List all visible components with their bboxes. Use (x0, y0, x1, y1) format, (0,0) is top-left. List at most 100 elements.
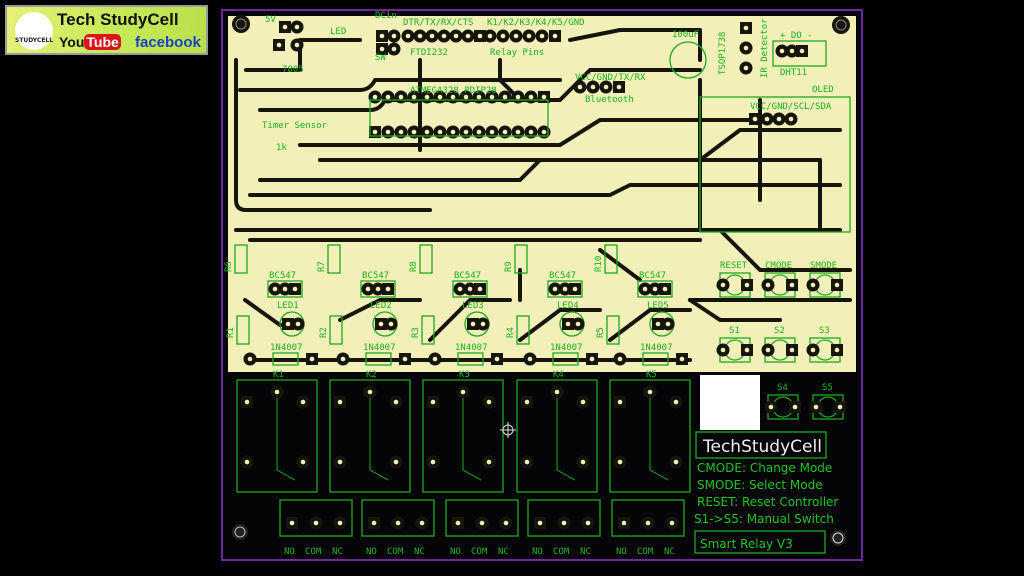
switch-pin (809, 400, 823, 414)
relay-pin (240, 455, 254, 469)
relay-coil-pin (521, 396, 533, 408)
mcu-pin (524, 90, 538, 104)
mounting-hole-bottom-left (232, 524, 248, 540)
transistor-label: BC547 (454, 271, 481, 281)
switch-pin (806, 278, 820, 292)
bluetooth-pin (573, 80, 587, 94)
relay-pin (482, 455, 496, 469)
brand-title: Tech StudyCell (57, 10, 179, 29)
terminal-block-outline (527, 499, 601, 537)
diode-outline (365, 352, 392, 366)
mcu-pin (537, 125, 551, 139)
relay-outline (422, 379, 504, 493)
resistor-label: R4 (506, 327, 516, 338)
svg-text:S1: S1 (729, 326, 740, 336)
diode-label: 1N4007 (455, 343, 488, 353)
led-pin (652, 318, 664, 330)
relay-com-pin (643, 385, 657, 399)
diode-pin (399, 353, 411, 365)
terminal-pin (641, 516, 655, 530)
mcu-pin (433, 125, 447, 139)
transistor-label: BC547 (269, 271, 296, 281)
switch-pin (716, 278, 730, 292)
mcu-pin (498, 90, 512, 104)
tactile-switch-smode[interactable]: SMODE (806, 261, 844, 298)
terminal-pin (333, 516, 347, 530)
terminal-label-no: NO (284, 547, 295, 557)
mcu-pin (381, 125, 395, 139)
bluetooth-pin (599, 80, 613, 94)
relay-com-pin (456, 385, 470, 399)
transistor-pin (382, 283, 394, 295)
dht11-pin (796, 45, 808, 57)
diode-label: 1N4007 (640, 343, 673, 353)
label-bluetooth: Bluetooth (585, 95, 634, 105)
relay-contact-mark (369, 398, 389, 481)
led-pin (291, 317, 305, 331)
mcu-outline (369, 99, 549, 137)
diode-pin (491, 353, 503, 365)
diode-label: 1N4007 (550, 343, 583, 353)
ftdi-pin (401, 29, 415, 43)
terminal-label-nc: NC (498, 547, 509, 557)
diode-pin (336, 352, 350, 366)
relay-pin (389, 455, 403, 469)
led-label: LED1 (277, 301, 299, 311)
version-box (694, 530, 826, 554)
svg-text:S3: S3 (819, 326, 830, 336)
label-dht-pins: + DO - (780, 31, 813, 41)
relay-coil-pin (614, 396, 626, 408)
terminal-pin (499, 516, 513, 530)
resistor-outline (236, 315, 250, 345)
switch-pin (831, 279, 843, 291)
facebook-logo: facebook (135, 34, 201, 51)
ftdi-pin (437, 29, 451, 43)
dht11-pin (775, 44, 789, 58)
transistor-outline (637, 280, 673, 298)
tactile-switch-s3[interactable]: S3 (806, 326, 844, 363)
info-line-reset: RESET: Reset Controller (697, 495, 838, 509)
relay-outline (329, 379, 411, 493)
oled-pin (749, 113, 761, 125)
led-pin (375, 318, 387, 330)
terminal-pin (475, 516, 489, 530)
diode-pin (676, 353, 688, 365)
svg-text:S5: S5 (822, 383, 833, 393)
relay-header-pin (483, 29, 497, 43)
relay-contact-mark (276, 398, 296, 481)
label-timer-sensor: Timer Sensor (262, 121, 328, 131)
label-sw: SW (375, 53, 386, 63)
tactile-switch-s5[interactable]: S5 (809, 383, 847, 420)
label-tsop: TSOP1738 (718, 32, 728, 75)
tactile-switch-s4[interactable]: S4 (764, 383, 802, 420)
switch-pin (789, 401, 801, 413)
power-pin (290, 20, 304, 34)
brand-box (695, 431, 827, 459)
dc-in-pin (387, 29, 401, 43)
relay-pin (426, 455, 440, 469)
transistor-label: BC547 (639, 271, 666, 281)
label-capacitor: 100uF (672, 30, 699, 40)
tactile-switch-s2[interactable]: S2 (761, 326, 799, 363)
base-resistor-label: R6 (224, 261, 234, 272)
terminal-block-outline (361, 499, 435, 537)
mounting-hole-top-left (232, 15, 250, 33)
terminal-label-no: NO (532, 547, 543, 557)
mcu-pin (485, 125, 499, 139)
relay-label: K1 (273, 370, 284, 380)
led-pin (661, 317, 675, 331)
info-line-smode: SMODE: Select Mode (697, 478, 823, 492)
terminal-label-com: COM (305, 547, 322, 557)
regulator-pin (273, 39, 285, 51)
relay-outline (609, 379, 691, 493)
ir-pin (740, 22, 752, 34)
svg-text:SMODE: SMODE (810, 261, 837, 271)
tactile-switch-cmode[interactable]: CMODE (761, 261, 799, 298)
led-label: LED5 (647, 301, 669, 311)
info-line-switches: S1->S5: Manual Switch (694, 512, 834, 526)
tactile-switch-s1[interactable]: S1 (716, 326, 754, 363)
resistor-outline (606, 315, 620, 345)
oled-pin (760, 112, 774, 126)
tactile-switch-reset[interactable]: RESET (716, 261, 754, 298)
